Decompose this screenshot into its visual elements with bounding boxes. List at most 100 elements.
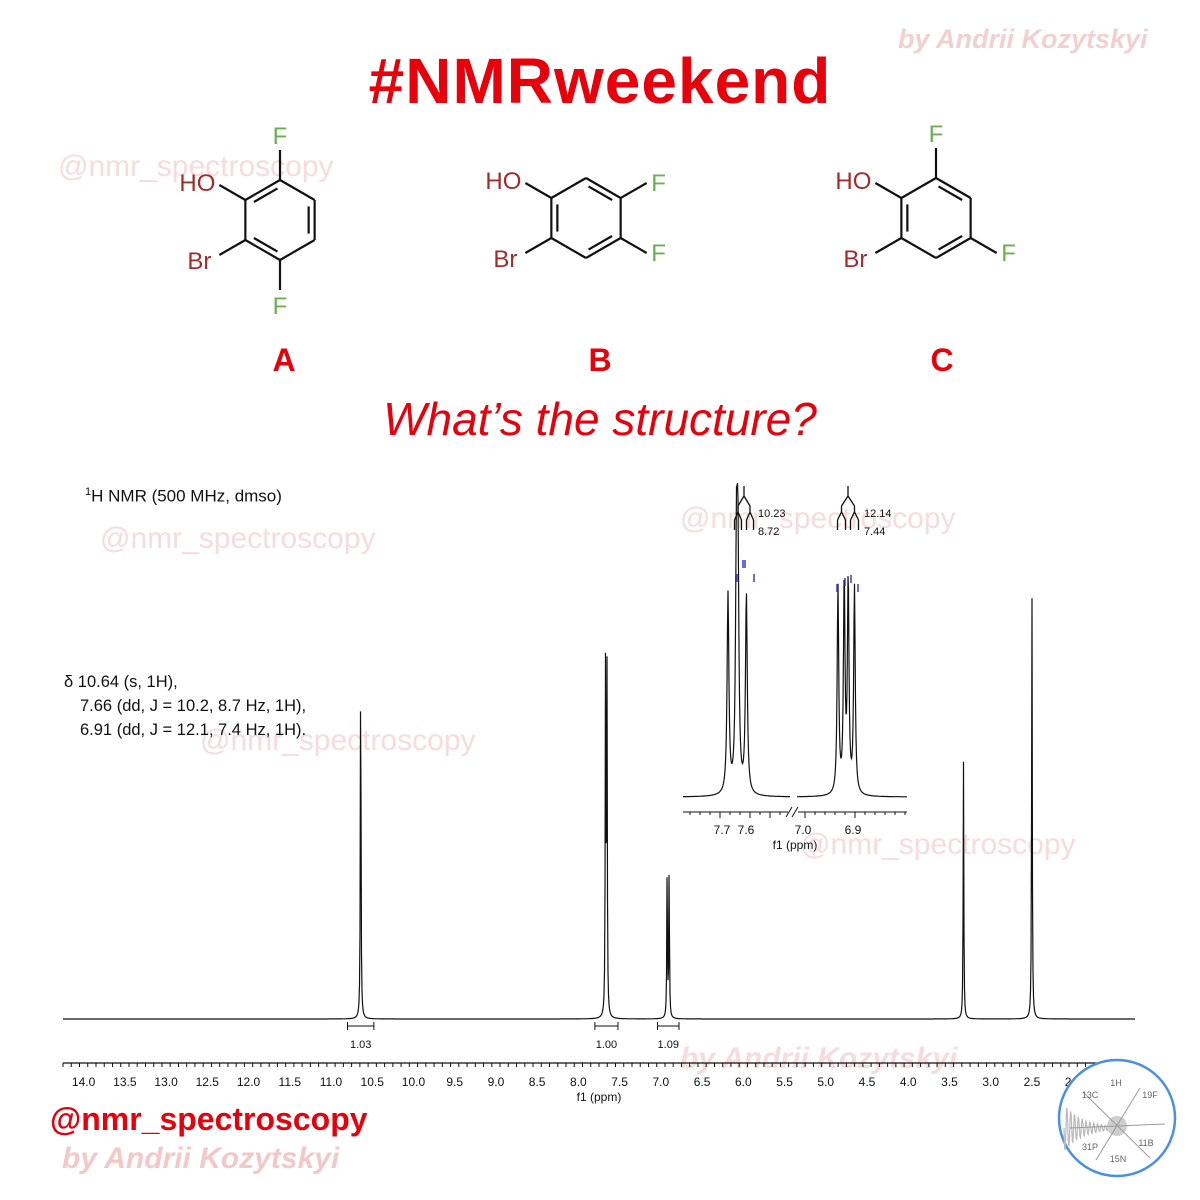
splitting-tree-1	[733, 486, 755, 530]
logo-spoke	[1095, 1087, 1141, 1161]
x-tick-label: 12.5	[196, 1075, 220, 1089]
splitting-tree-line	[853, 511, 860, 521]
nmr-logo	[1057, 1058, 1177, 1178]
x-tick-label: 8.0	[570, 1075, 587, 1089]
double-bond	[253, 237, 279, 253]
x-tick-label: 13.0	[154, 1075, 178, 1089]
x-tick-label: 11.0	[320, 1075, 343, 1089]
x-tick-label: 8.5	[529, 1075, 546, 1089]
compound-label-b: B	[588, 342, 612, 378]
ring-bond	[935, 177, 972, 199]
splitting-tree-line	[836, 511, 843, 521]
double-bond	[587, 185, 613, 201]
logo-spoke	[1082, 1091, 1151, 1159]
inset-tick-label: 7.0	[795, 823, 812, 837]
footer-handle[interactable]: @nmr_spectroscopy	[50, 1101, 368, 1137]
x-tick-label: 14.0	[72, 1075, 96, 1089]
fluorine-label: F	[1001, 240, 1016, 267]
substituent-bond	[970, 237, 998, 254]
coupling-constant-label: 12.14	[864, 508, 892, 520]
ring-bond	[585, 237, 622, 259]
splitting-tree-line	[749, 511, 755, 521]
substituent-bond	[524, 182, 552, 199]
ring-bond	[279, 179, 316, 201]
x-tick-label: 12.0	[237, 1075, 261, 1089]
hydroxyl-label: HO	[179, 170, 215, 197]
watermark-handle: @nmr_spectroscopy	[680, 502, 956, 535]
ring-bond	[279, 239, 316, 261]
bromine-label: Br	[493, 246, 517, 273]
ring-bond	[585, 177, 622, 199]
axis-break-mark	[791, 806, 799, 818]
splitting-tree-line	[737, 495, 745, 507]
watermark-handle: @nmr_spectroscopy	[58, 150, 334, 183]
splitting-tree-line	[743, 495, 751, 507]
bromine-label: Br	[843, 246, 867, 273]
coupling-constant-label: 7.44	[864, 526, 885, 538]
logo-nucleus-label: 11B	[1138, 1138, 1153, 1148]
page-title: #NMRweekend	[368, 45, 832, 117]
substituent-bond	[620, 182, 648, 199]
ring-bond	[244, 239, 281, 261]
double-bond	[937, 185, 963, 201]
x-tick-label: 3.5	[941, 1075, 958, 1089]
fluorine-label: F	[273, 123, 288, 150]
integral-value: 1.09	[658, 1039, 679, 1051]
splitting-tree-line	[847, 495, 856, 507]
footer-author: by Andrii Kozytskyi	[62, 1142, 340, 1175]
bromine-label: Br	[187, 248, 211, 275]
x-tick-label: 2.5	[1024, 1075, 1041, 1089]
watermark-handle: @nmr_spectroscopy	[100, 522, 376, 555]
compound-label-a: A	[272, 342, 296, 378]
benzene-ring-1	[550, 177, 622, 259]
ring-bond	[935, 237, 972, 259]
x-tick-label: 5.0	[817, 1075, 834, 1089]
substituent-bond	[524, 237, 552, 254]
fluorine-label: F	[651, 240, 666, 267]
splitting-tree-line	[840, 495, 849, 507]
splitting-tree-line	[733, 511, 739, 521]
x-tick-label: 5.5	[776, 1075, 793, 1089]
x-tick-label: 6.0	[735, 1075, 752, 1089]
watermark-author-top: by Andrii Kozytskyi	[898, 24, 1148, 54]
nucleus-superscript: 1	[85, 486, 92, 498]
inset-multiplet-1	[682, 483, 790, 798]
splitting-tree-line	[849, 511, 856, 521]
ring-bond	[900, 177, 937, 199]
watermark-handle: @nmr_spectroscopy	[200, 724, 476, 757]
splitting-tree-line	[745, 511, 751, 521]
watermark-handle: @nmr_spectroscopy	[800, 828, 1076, 861]
logo-nucleus-label: 31P	[1082, 1142, 1098, 1152]
substituent-bond	[874, 182, 902, 199]
inset-tick-label: 7.6	[738, 823, 755, 837]
inset-x-label: f1 (ppm)	[773, 838, 818, 852]
hydroxyl-label: HO	[485, 168, 521, 195]
fluorine-label: F	[273, 293, 288, 320]
substituent-bond	[620, 237, 648, 254]
compound-label-c: C	[930, 342, 954, 378]
question-text: What’s the structure?	[383, 393, 817, 445]
axis-break-mark	[785, 806, 793, 818]
x-tick-label: 3.0	[982, 1075, 999, 1089]
splitting-tree-line	[840, 511, 847, 521]
splitting-tree-line	[737, 511, 743, 521]
splitting-tree-2	[836, 486, 860, 530]
x-tick-label: 7.0	[653, 1075, 670, 1089]
substituent-bond	[874, 237, 902, 254]
fluorine-label: F	[929, 121, 944, 148]
x-tick-label: 11.5	[279, 1075, 302, 1089]
peak-list-line-2: 7.66 (dd, J = 10.2, 8.7 Hz, 1H),	[80, 697, 307, 715]
logo-nucleus-label: 19F	[1142, 1090, 1158, 1100]
hydroxyl-label: HO	[835, 168, 871, 195]
x-tick-label: 6.5	[694, 1075, 711, 1089]
peak-list-line-3: 6.91 (dd, J = 12.1, 7.4 Hz, 1H).	[80, 721, 307, 739]
x-tick-label: 4.5	[859, 1075, 876, 1089]
double-bond	[587, 235, 613, 251]
watermark-author: by Andrii Kozytskyi	[680, 1042, 958, 1075]
integral-value: 1.03	[350, 1039, 371, 1051]
double-bond	[253, 187, 279, 203]
spectrum-header-text: H NMR (500 MHz, dmso)	[91, 486, 282, 506]
inset-tick-label: 6.9	[845, 823, 862, 837]
x-tick-label: 9.0	[488, 1075, 505, 1089]
